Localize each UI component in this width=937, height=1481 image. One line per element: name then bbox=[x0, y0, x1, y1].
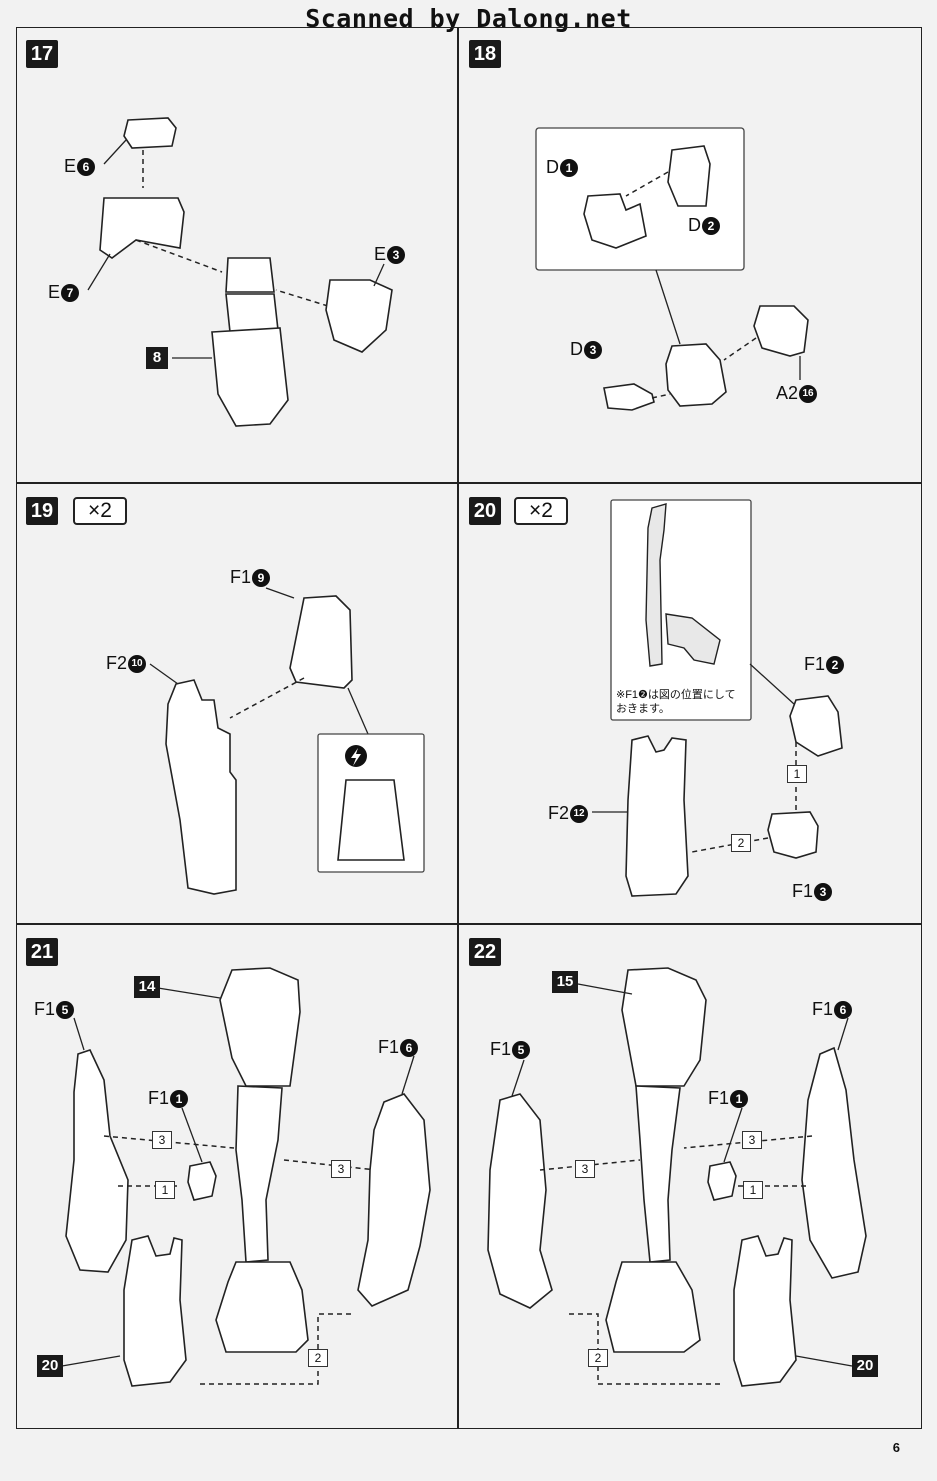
quantity-multiplier: ×2 bbox=[73, 497, 127, 525]
part-number-circle: 1 bbox=[730, 1090, 749, 1109]
part-number-circle: 16 bbox=[799, 385, 818, 404]
part-number-circle: 9 bbox=[252, 569, 271, 588]
quantity-multiplier: ×2 bbox=[514, 497, 568, 525]
part-letter: F1 bbox=[34, 999, 56, 1019]
part-number-circle: 6 bbox=[77, 158, 96, 177]
step20-art bbox=[592, 499, 843, 897]
subassembly-ref-8: 8 bbox=[146, 347, 168, 369]
order-marker-1: 1 bbox=[787, 765, 807, 783]
part-letter: F1 bbox=[792, 881, 814, 901]
step17-art bbox=[87, 117, 393, 427]
step18-art bbox=[535, 127, 809, 411]
part-number-circle: 12 bbox=[570, 805, 589, 824]
part-number-circle: 5 bbox=[56, 1001, 75, 1020]
order-marker-2: 2 bbox=[731, 834, 751, 852]
part-number-circle: 1 bbox=[560, 159, 578, 178]
part-number-circle: 3 bbox=[584, 341, 602, 360]
page-number: 6 bbox=[892, 1440, 900, 1455]
part-letter: E bbox=[48, 282, 61, 302]
part-number-circle: 7 bbox=[61, 284, 80, 303]
subassembly-ref-15: 15 bbox=[552, 971, 578, 993]
part-number-circle: 1 bbox=[170, 1090, 189, 1109]
part-letter: D bbox=[688, 215, 701, 235]
part-letter: F2 bbox=[106, 653, 128, 673]
part-number-circle: 2 bbox=[826, 656, 845, 675]
order-marker-3: 3 bbox=[742, 1131, 762, 1149]
part-letter: F1 bbox=[148, 1088, 170, 1108]
part-letter: D bbox=[546, 157, 559, 177]
part-letter: F1 bbox=[708, 1088, 730, 1108]
row-divider-1 bbox=[16, 482, 922, 484]
part-number-circle: 5 bbox=[512, 1041, 531, 1060]
step21-art bbox=[61, 967, 431, 1387]
order-marker-1: 1 bbox=[743, 1181, 763, 1199]
part-number-circle: 3 bbox=[814, 883, 833, 902]
part-letter: F1 bbox=[230, 567, 252, 587]
step-22-badge: 22 bbox=[469, 938, 501, 966]
scan-credit: Scanned by Dalong.net bbox=[305, 4, 632, 33]
callout-note: ※F1❷は図の位置にしておきます。 bbox=[616, 689, 736, 715]
step19-art bbox=[149, 587, 425, 895]
step-21-badge: 21 bbox=[26, 938, 58, 966]
row-divider-2 bbox=[16, 923, 922, 925]
order-marker-3: 3 bbox=[331, 1160, 351, 1178]
part-number-circle: 10 bbox=[128, 655, 147, 674]
column-divider bbox=[457, 27, 459, 1429]
part-number-circle: 3 bbox=[387, 246, 406, 265]
order-marker-1: 1 bbox=[155, 1181, 175, 1199]
part-letter: E bbox=[374, 244, 387, 264]
part-number-circle: 6 bbox=[400, 1039, 419, 1058]
order-marker-3: 3 bbox=[575, 1160, 595, 1178]
part-number-circle: 2 bbox=[702, 217, 720, 236]
part-letter: F1 bbox=[378, 1037, 400, 1057]
subassembly-ref-20: 20 bbox=[37, 1355, 63, 1377]
step-18-badge: 18 bbox=[469, 40, 501, 68]
subassembly-ref-20: 20 bbox=[852, 1355, 878, 1377]
step22-art bbox=[487, 967, 867, 1387]
part-letter: F1 bbox=[490, 1039, 512, 1059]
subassembly-ref-14: 14 bbox=[134, 976, 160, 998]
order-marker-3: 3 bbox=[152, 1131, 172, 1149]
part-number-circle: 6 bbox=[834, 1001, 853, 1020]
order-marker-2: 2 bbox=[308, 1349, 328, 1367]
step-20-badge: 20 bbox=[469, 497, 501, 525]
part-letter: A2 bbox=[776, 383, 799, 403]
part-letter: D bbox=[570, 339, 583, 359]
part-letter: E bbox=[64, 156, 77, 176]
part-letter: F1 bbox=[804, 654, 826, 674]
warning-icon bbox=[345, 745, 367, 767]
step-19-badge: 19 bbox=[26, 497, 58, 525]
part-letter: F1 bbox=[812, 999, 834, 1019]
part-letter: F2 bbox=[548, 803, 570, 823]
instruction-frame bbox=[16, 27, 922, 1429]
step-17-badge: 17 bbox=[26, 40, 58, 68]
order-marker-2: 2 bbox=[588, 1349, 608, 1367]
